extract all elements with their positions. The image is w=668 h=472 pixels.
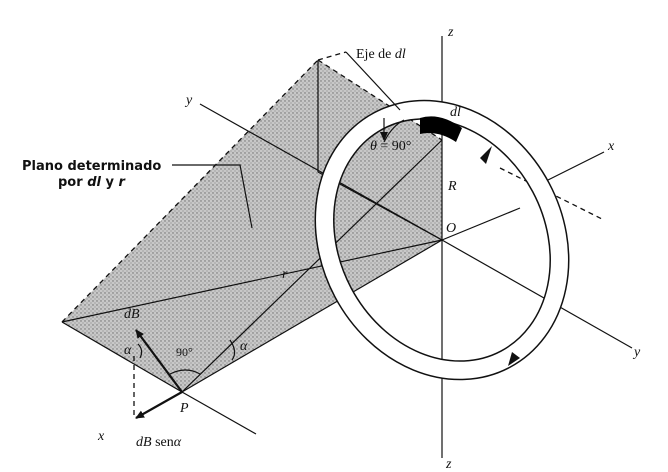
x-axis-label-left: x	[97, 429, 105, 444]
current-loop	[314, 99, 570, 381]
x-axis-right	[539, 151, 605, 185]
plane-dashed-edge-left	[61, 59, 319, 323]
theta-label: θ = 90°	[370, 139, 411, 154]
eje-de-dl-label: Eje de dl	[356, 47, 406, 62]
z-axis-label-top: z	[447, 25, 454, 40]
y-axis-lower	[441, 239, 633, 349]
angle-90-label: 90°	[176, 345, 193, 359]
y-axis-label-top: y	[184, 93, 193, 108]
x-axis-label-right: x	[607, 139, 615, 154]
y-axis-upper	[199, 103, 443, 241]
angle-90-arc	[169, 369, 201, 375]
alpha-label: α	[240, 339, 248, 354]
x-axis-upper	[441, 207, 521, 241]
eje-dashed-leader	[317, 51, 347, 61]
op-line	[181, 239, 443, 393]
y-axis-label-right: y	[632, 345, 641, 360]
ring-arrow-upper	[480, 146, 492, 164]
dl-label: dl	[450, 105, 461, 120]
alpha-arc-small	[137, 343, 143, 359]
O-label: O	[446, 221, 456, 236]
dB-label: dB	[124, 307, 140, 322]
plane-dashed-edge-top	[317, 59, 443, 141]
r-vector-line	[181, 139, 443, 393]
r-label: r	[282, 267, 288, 282]
dB-sen-alpha-vector	[135, 391, 183, 419]
dB-sen-alpha-label: dB senα	[136, 435, 182, 450]
plano-leader	[172, 164, 253, 229]
dB-vector	[135, 329, 183, 393]
ring-arrow-lower	[508, 352, 520, 366]
R-label: R	[447, 179, 457, 194]
plane-upper	[62, 60, 442, 322]
plano-label-line1: Plano determinado	[22, 159, 161, 174]
z-axis-label-bottom: z	[445, 457, 452, 472]
alpha-arc	[229, 339, 236, 361]
eje-leader-to-dl	[345, 51, 401, 111]
plane-edge-lower-left	[61, 321, 183, 393]
P-label: P	[179, 401, 189, 416]
current-element-dl	[420, 116, 462, 142]
p-perpendicular-line	[181, 391, 257, 435]
plane-diagonal	[61, 239, 443, 323]
plano-label-line2: por dl y r	[58, 175, 126, 190]
alpha-small-label: α	[124, 343, 132, 358]
